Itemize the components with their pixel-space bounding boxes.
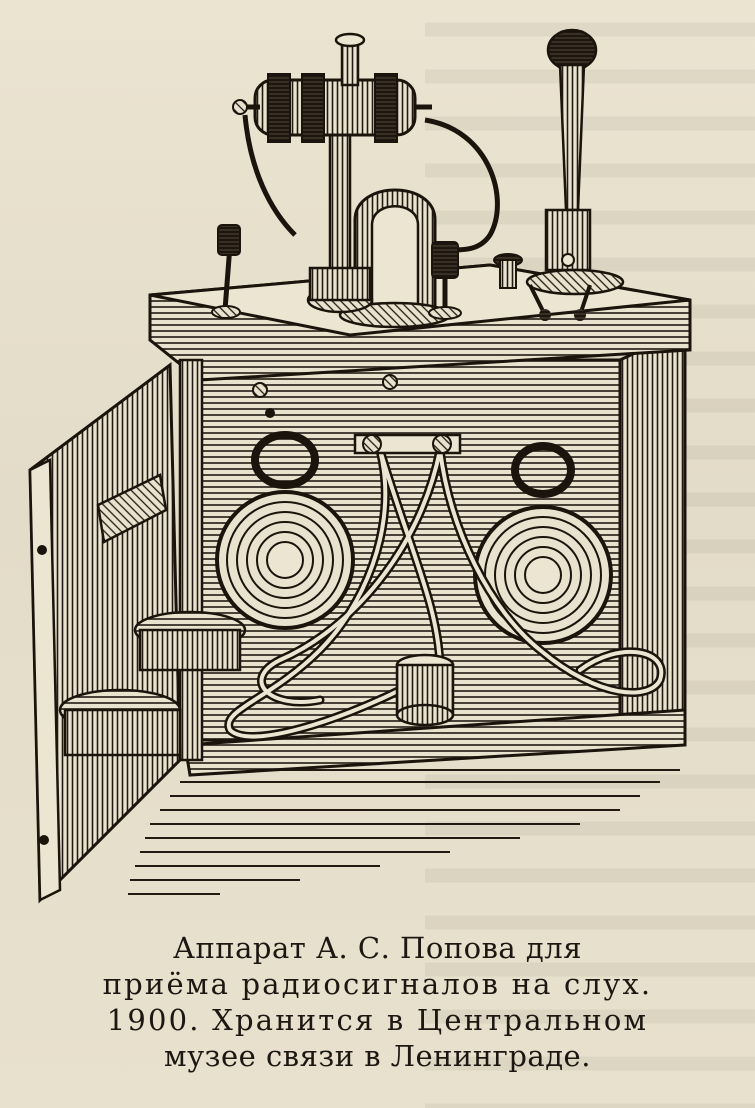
terminal-bar <box>353 433 462 455</box>
apparatus-illustration <box>28 28 692 904</box>
battery-cylinder <box>395 653 455 727</box>
floor-shadow <box>128 769 680 895</box>
relay-mechanism <box>525 268 625 321</box>
earpiece-right <box>473 442 613 645</box>
terminal-post-left <box>211 224 241 319</box>
figure-caption: Аппарат А. С. Попова для приёма радиосиг… <box>0 930 755 1100</box>
caption-line: приёма радиосигналов на слух. <box>102 967 653 1001</box>
cabinet-door <box>28 362 247 904</box>
coherer-wires <box>242 114 500 253</box>
caption-line: 1900. Хранится в Центральном <box>106 1003 649 1037</box>
coherer <box>232 32 432 314</box>
terminal-post-right <box>428 241 462 320</box>
small-terminal-knob <box>493 253 523 289</box>
tapper-lever <box>544 28 598 272</box>
earpiece-left <box>215 431 355 630</box>
caption-line: Аппарат А. С. Попова для <box>173 931 582 965</box>
caption-line: музее связи в Ленинграде. <box>164 1039 591 1073</box>
headphone-cords-inner <box>226 448 664 739</box>
electromagnet-arch <box>338 188 452 329</box>
